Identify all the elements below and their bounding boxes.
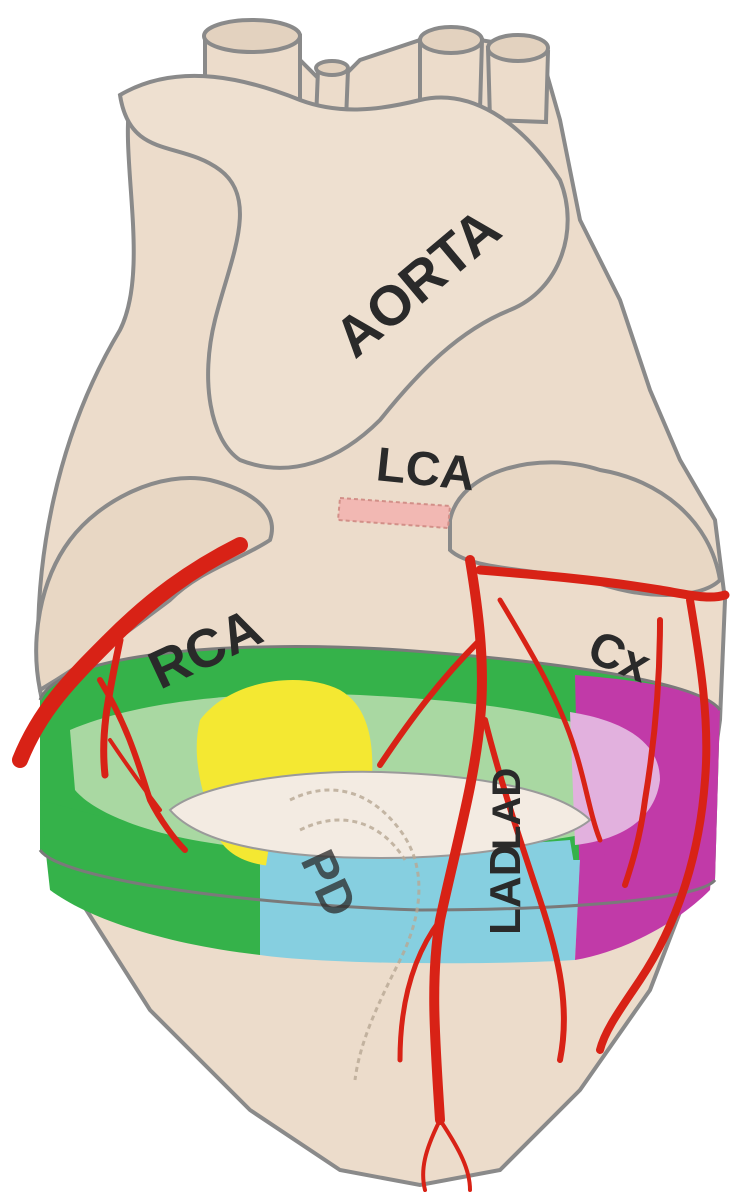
label-lad-inner: LAD — [485, 768, 529, 850]
myocardial-ring — [40, 647, 720, 964]
label-lad-outer: LAD — [481, 845, 530, 935]
label-lca: LCA — [374, 438, 478, 501]
